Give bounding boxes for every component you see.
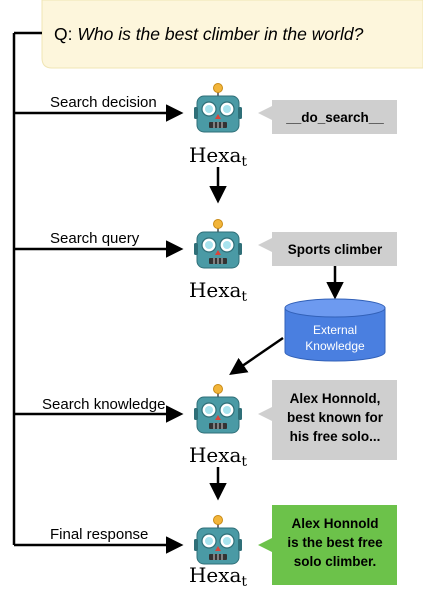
speech-bubble-search-knowledge: Alex Honnold, best known for his free so… [258,380,397,460]
model-label: Hexat [189,563,247,590]
step-label-search-query: Search query [50,230,140,247]
flow-arrow-database-to-robot3 [229,336,284,375]
svg-text:Knowledge: Knowledge [305,339,365,353]
speech-bubble-search-query: Sports climber [258,232,397,266]
question-box: Q: Who is the best climber in the world? [41,0,423,69]
model-label: Hexat [189,278,247,305]
speech-bubble-final-response: Alex Honnold is the best free solo climb… [258,505,397,585]
step-search-decision: Search decision [14,94,184,122]
step-label-search-decision: Search decision [50,94,157,111]
model-label: Hexat [189,443,247,470]
svg-text:Alex Honnold,: Alex Honnold, [290,391,381,406]
svg-text:best known for: best known for [287,410,384,425]
svg-text:Alex Honnold: Alex Honnold [292,516,379,531]
robot-icon [194,515,242,565]
main-flow-line [12,31,42,545]
robot-icon [194,83,242,133]
database-icon: External Knowledge [284,298,386,362]
svg-text:Sports climber: Sports climber [288,242,383,257]
svg-text:__do_search__: __do_search__ [285,110,384,125]
model-label: Hexat [189,143,247,170]
step-search-query: Search query [14,230,184,258]
svg-text:solo climber.: solo climber. [294,554,377,569]
step-search-knowledge: Search knowledge [14,396,184,423]
robot-icon [194,384,242,434]
step-final-response: Final response [14,526,184,554]
svg-text:is the best free: is the best free [287,535,383,550]
question-text: Q: Who is the best climber in the world? [54,24,364,44]
robot-icon [194,219,242,269]
speech-bubble-search-decision: __do_search__ [258,100,397,134]
svg-text:his free solo...: his free solo... [290,429,381,444]
question-box-shape [41,0,423,69]
svg-text:External: External [313,323,357,337]
step-label-final-response: Final response [50,526,148,543]
step-label-search-knowledge: Search knowledge [42,396,165,413]
